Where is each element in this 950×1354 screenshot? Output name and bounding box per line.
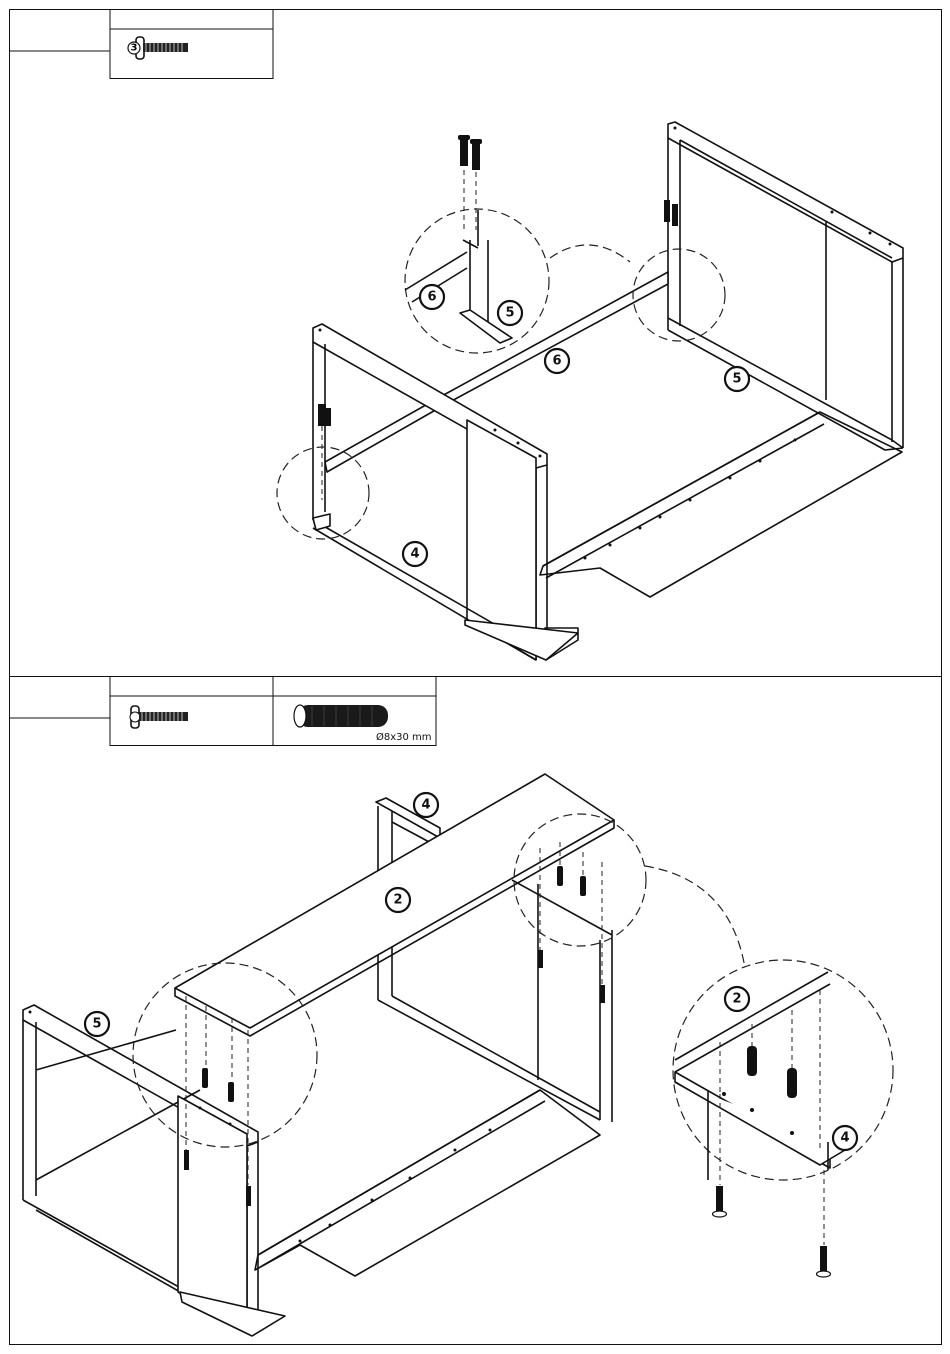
dowel-icon	[294, 705, 388, 727]
step-2-frame-drawing	[23, 774, 893, 1336]
step-2-panel	[10, 677, 942, 1345]
svg-text:2: 2	[393, 893, 402, 908]
screw-icon	[130, 706, 188, 728]
step-1-screw-qty: 3	[131, 43, 138, 54]
part-callout: 6	[420, 285, 444, 309]
detail-circle-zoom	[673, 960, 893, 1277]
part-callout: 4	[403, 542, 427, 566]
part-callout: 6	[545, 349, 569, 373]
part-callout: 5	[85, 1012, 109, 1036]
part-callout: 4	[833, 1126, 857, 1150]
part-callout: 5	[725, 367, 749, 391]
step-1-frame-drawing	[277, 122, 903, 660]
part-callout: 5	[498, 301, 522, 325]
svg-text:5: 5	[505, 306, 514, 321]
svg-text:6: 6	[552, 354, 561, 369]
svg-text:4: 4	[421, 798, 430, 813]
svg-text:2: 2	[732, 992, 741, 1007]
screw-icon	[713, 1186, 831, 1277]
part-callout: 4	[414, 793, 438, 817]
step-1-hardware-screw: 3	[128, 37, 188, 59]
detail-connector	[645, 866, 745, 968]
step-2-hardware-dowel: Ø8x30 mm	[294, 705, 432, 743]
svg-text:4: 4	[410, 547, 419, 562]
svg-text:5: 5	[92, 1017, 101, 1032]
svg-text:6: 6	[427, 290, 436, 305]
dowel-dimension: Ø8x30 mm	[376, 731, 432, 743]
svg-text:4: 4	[840, 1131, 849, 1146]
part-callout: 2	[725, 987, 749, 1011]
step-2-hardware-screw	[130, 706, 188, 728]
screw-icon	[136, 37, 188, 59]
svg-text:5: 5	[732, 372, 741, 387]
part-callout: 2	[386, 888, 410, 912]
